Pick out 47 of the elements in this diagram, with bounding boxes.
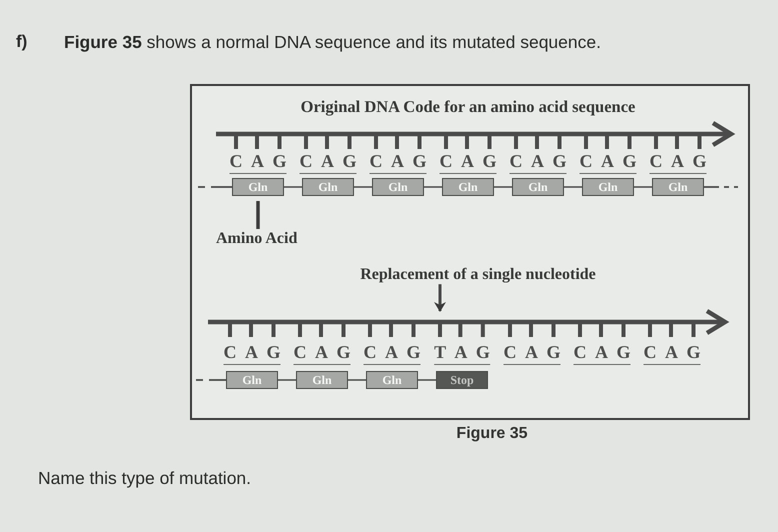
codon-label: C A G — [224, 343, 280, 365]
codon-label: C A G — [644, 343, 700, 365]
codon-label: C A G — [294, 343, 350, 365]
pointer-arrow — [434, 284, 446, 312]
codon-label: C A G — [364, 343, 420, 365]
amino-acid-box: Gln — [512, 178, 564, 196]
connector-line — [354, 186, 372, 188]
connector-line — [196, 379, 226, 381]
codon-label: C A G — [650, 152, 706, 174]
connector-line — [348, 379, 366, 381]
codon-label: C A G — [230, 152, 286, 174]
amino-acid-box: Gln — [372, 178, 424, 196]
connector-line — [424, 186, 442, 188]
amino-acid-box: Gln — [232, 178, 284, 196]
connector-line — [418, 379, 436, 381]
codon-label: T A G — [434, 343, 490, 365]
amino-acid-label: Amino Acid — [216, 229, 298, 248]
amino-acid-box: Gln — [652, 178, 704, 196]
connector-line — [634, 186, 652, 188]
connector-line — [278, 379, 296, 381]
amino-acid-box: Gln — [302, 178, 354, 196]
codon-label: C A G — [574, 343, 630, 365]
codon-label: C A G — [440, 152, 496, 174]
codon-label: C A G — [504, 343, 560, 365]
codon-label: C A G — [580, 152, 636, 174]
leader-line — [256, 201, 260, 229]
amino-acid-box: Gln — [582, 178, 634, 196]
amino-acid-box: Gln — [366, 371, 418, 389]
codon-label: C A G — [510, 152, 566, 174]
figure-heading: Original DNA Code for an amino acid sequence — [300, 97, 636, 117]
connector-line — [198, 186, 232, 188]
amino-acid-box: Gln — [226, 371, 278, 389]
connector-line — [494, 186, 512, 188]
question-text: Figure 35 shows a normal DNA sequence and its mutated sequence. — [64, 32, 601, 53]
codon-label: C A G — [370, 152, 426, 174]
question-prompt: Name this type of mutation. — [38, 468, 252, 489]
amino-acid-box: Gln — [296, 371, 348, 389]
connector-line — [284, 186, 302, 188]
codon-label: C A G — [300, 152, 356, 174]
connector-line — [564, 186, 582, 188]
question-number: f) — [16, 32, 28, 52]
connector-line — [704, 186, 738, 188]
dna-strand-illustration — [208, 309, 730, 337]
annotation-text: Replacement of a single nucleotide — [360, 265, 596, 284]
figure-caption: Figure 35 — [456, 424, 528, 444]
amino-acid-box: Gln — [442, 178, 494, 196]
stop-codon-box: Stop — [436, 371, 488, 389]
